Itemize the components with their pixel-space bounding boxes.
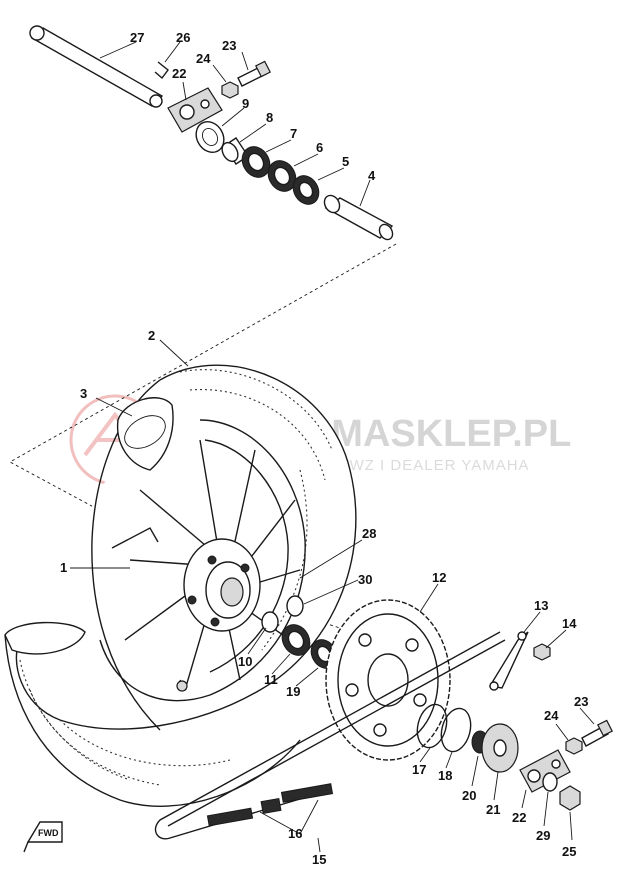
chain-puller-lower [519, 749, 571, 793]
drive-chain [154, 631, 506, 840]
callout-2: 2 [148, 328, 155, 343]
rear-wheel [4, 364, 357, 807]
axle-nut [559, 785, 581, 811]
callout-26: 26 [176, 30, 190, 45]
callout-28: 28 [362, 526, 376, 541]
callout-labels: 27 26 23 24 22 9 8 7 6 5 4 2 3 1 28 30 1… [60, 30, 588, 867]
bearing-hub [281, 624, 311, 656]
axle-assembly-lower [416, 631, 613, 811]
sprocket-circlip [416, 703, 448, 749]
oil-seal-upper [195, 120, 225, 154]
washer-lower [542, 772, 558, 792]
callout-19: 19 [286, 684, 300, 699]
callout-27: 27 [130, 30, 144, 45]
callout-10: 10 [238, 654, 252, 669]
callout-4: 4 [368, 168, 376, 183]
leader-lines [70, 41, 595, 853]
callout-13: 13 [534, 598, 548, 613]
wheel-hub [111, 527, 261, 692]
collar-hub [261, 611, 279, 633]
forward-direction-marker: FWD [23, 821, 63, 853]
callout-18: 18 [438, 768, 452, 783]
callout-30: 30 [358, 572, 372, 587]
nut-lower [565, 737, 583, 755]
callout-29: 29 [536, 828, 550, 843]
callout-14: 14 [562, 616, 577, 631]
bearing-upper [241, 146, 271, 178]
hub-bearing-stack [261, 595, 338, 669]
bearing-middle [267, 160, 297, 192]
callout-16: 16 [288, 826, 302, 841]
callout-21: 21 [486, 802, 500, 817]
circlip-hub [286, 595, 304, 617]
callout-7: 7 [290, 126, 297, 141]
callout-22-lower: 22 [512, 810, 526, 825]
cotter-pin [154, 61, 169, 80]
callout-25: 25 [562, 844, 576, 859]
callout-24-upper: 24 [196, 51, 211, 66]
callout-15: 15 [312, 852, 326, 867]
brake-stay [488, 631, 529, 691]
callout-12: 12 [432, 570, 446, 585]
callout-23-upper: 23 [222, 38, 236, 53]
axle-assembly-upper [29, 25, 394, 241]
rear-axle [29, 25, 164, 108]
callout-22-upper: 22 [172, 66, 186, 81]
bolt-upper [237, 60, 271, 87]
callout-24-lower: 24 [544, 708, 559, 723]
fwd-label: FWD [38, 828, 59, 838]
callout-17: 17 [412, 762, 426, 777]
chain-puller-upper [167, 87, 223, 133]
spacer [323, 194, 394, 241]
callout-1: 1 [60, 560, 67, 575]
callout-5: 5 [342, 154, 349, 169]
bolt-lower [581, 719, 613, 747]
oil-seal-middle [292, 175, 320, 205]
callout-6: 6 [316, 140, 323, 155]
axle-spacer-lower [481, 723, 519, 773]
sprocket-seal [440, 707, 472, 753]
callout-20: 20 [462, 788, 476, 803]
callout-11: 11 [264, 672, 278, 687]
callout-8: 8 [266, 110, 273, 125]
chain-joint [206, 783, 334, 827]
callout-3: 3 [80, 386, 87, 401]
callout-9: 9 [242, 96, 249, 111]
nut-upper [221, 81, 239, 99]
callout-23-lower: 23 [574, 694, 588, 709]
